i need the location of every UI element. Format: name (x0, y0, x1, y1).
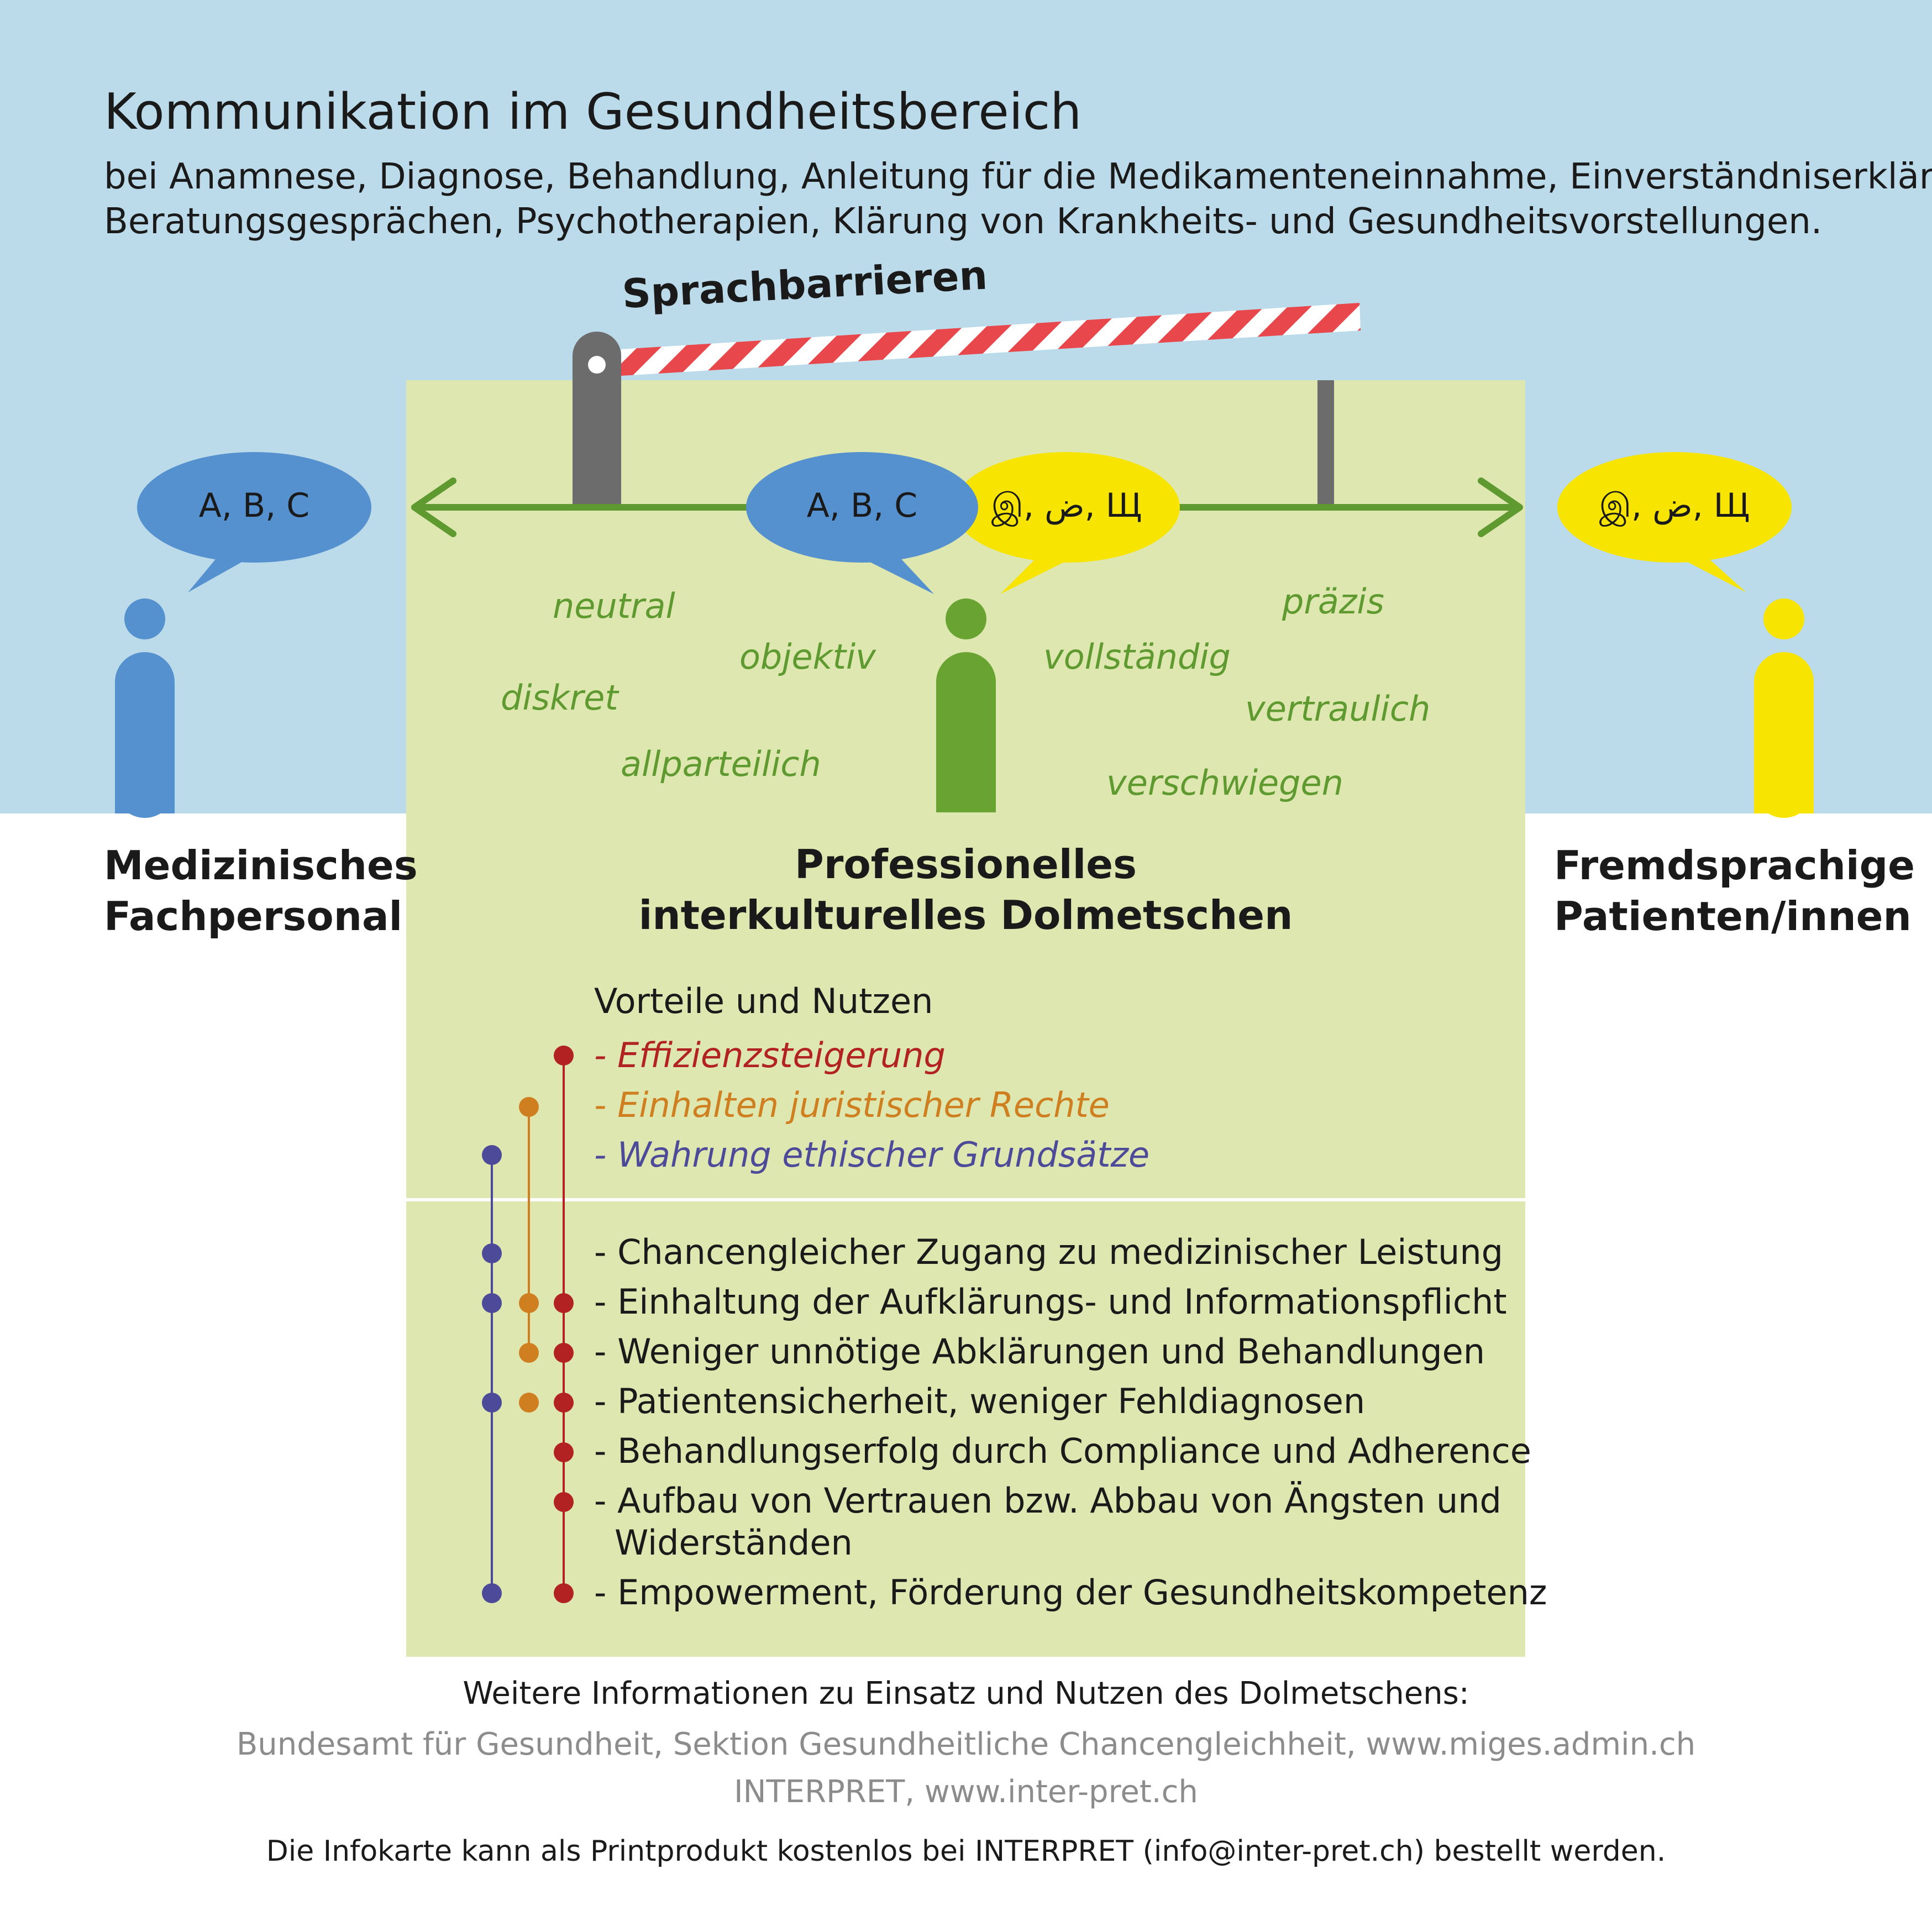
benefit-dot (554, 1442, 574, 1462)
benefit-category: - Wahrung ethischer Grundsätze (594, 1135, 1150, 1175)
subtitle-line-1: bei Anamnese, Diagnose, Behandlung, Anle… (104, 156, 1932, 197)
quality-label: präzis (1282, 581, 1384, 622)
bubble-left-text: A, B, C (198, 486, 310, 525)
person-patient-icon (1754, 599, 1814, 818)
group-label-line: Fachpersonal (104, 893, 403, 939)
quality-label: vollständig (1043, 637, 1231, 677)
quality-label: verschwiegen (1106, 763, 1343, 803)
bubble-right-text: இ, ض, Щ (1599, 486, 1750, 525)
benefit-dot (554, 1492, 574, 1512)
footer-source-line: INTERPRET, www.inter-pret.ch (734, 1774, 1198, 1810)
benefit-dots (482, 1046, 574, 1603)
benefit-item-continuation: Widerständen (615, 1523, 853, 1563)
benefit-dot (554, 1583, 574, 1603)
quality-label: vertraulich (1245, 689, 1431, 729)
page-title: Kommunikation im Gesundheitsbereich (104, 83, 1082, 141)
footer-order-line: Die Infokarte kann als Printprodukt kost… (266, 1835, 1666, 1868)
benefit-dot (519, 1097, 539, 1117)
group-label-line: Medizinisches (104, 842, 418, 889)
speech-bubble-center-blue-icon (746, 452, 978, 594)
benefit-dot (482, 1145, 502, 1165)
group-medical-staff-label: Medizinisches Fachpersonal (104, 840, 418, 942)
group-interpreting-label: Professionelles interkulturelles Dolmets… (406, 839, 1525, 941)
benefit-dot (519, 1393, 539, 1413)
benefit-dot (482, 1293, 502, 1313)
speech-bubble-center-yellow-icon (953, 452, 1180, 594)
benefit-item: - Behandlungserfolg durch Compliance und… (594, 1431, 1531, 1471)
benefit-item: - Weniger unnötige Abklärungen und Behan… (594, 1331, 1485, 1372)
footer-source-line: Bundesamt für Gesundheit, Sektion Gesund… (236, 1726, 1696, 1762)
barrier-icon (573, 303, 1361, 507)
benefit-dot (519, 1343, 539, 1363)
group-patients-label: Fremdsprachige Patienten/innen (1554, 840, 1915, 942)
benefit-item: - Aufbau von Vertrauen bzw. Abbau von Än… (594, 1481, 1502, 1521)
benefit-item: - Einhaltung der Aufklärungs- und Inform… (594, 1282, 1507, 1322)
person-medical-staff-icon (115, 599, 175, 818)
bubble-center-yellow-text: இ, ض, Щ (991, 486, 1142, 525)
speech-bubble-left-icon (137, 452, 371, 592)
benefit-category: - Effizienzsteigerung (594, 1035, 946, 1075)
benefit-dot (554, 1046, 574, 1065)
group-label-line: interkulturelles Dolmetschen (638, 892, 1293, 938)
benefit-dot (554, 1343, 574, 1363)
group-label-line: Patienten/innen (1554, 893, 1912, 939)
footer-info-line: Weitere Informationen zu Einsatz und Nut… (463, 1676, 1469, 1712)
benefit-dot (519, 1293, 539, 1313)
quality-label: neutral (553, 586, 675, 626)
speech-bubble-right-icon (1557, 452, 1792, 592)
benefit-item: - Chancengleicher Zugang zu medizinische… (594, 1232, 1503, 1272)
benefit-dot (482, 1583, 502, 1603)
quality-label: allparteilich (621, 744, 821, 784)
benefits-heading: Vorteile und Nutzen (594, 981, 933, 1021)
quality-label: objektiv (739, 637, 876, 677)
panel-divider (406, 1198, 1525, 1201)
subtitle-line-2: Beratungsgesprächen, Psychotherapien, Kl… (104, 201, 1823, 242)
benefit-dot (482, 1243, 502, 1263)
group-label-line: Fremdsprachige (1554, 842, 1915, 889)
group-label-line: Professionelles (795, 841, 1137, 888)
benefit-dot (554, 1393, 574, 1413)
benefit-dot (482, 1393, 502, 1413)
benefit-connector-lines (491, 1056, 565, 1593)
bubble-center-blue-text: A, B, C (806, 486, 918, 525)
interpreting-panel (406, 380, 1525, 1657)
person-interpreter-icon (936, 599, 996, 812)
benefit-dot (554, 1293, 574, 1313)
benefit-item: - Empowerment, Förderung der Gesundheits… (594, 1572, 1547, 1613)
benefit-category: - Einhalten juristischer Rechte (594, 1085, 1110, 1125)
quality-label: diskret (501, 678, 618, 718)
benefit-item: - Patientensicherheit, weniger Fehldiagn… (594, 1381, 1366, 1421)
